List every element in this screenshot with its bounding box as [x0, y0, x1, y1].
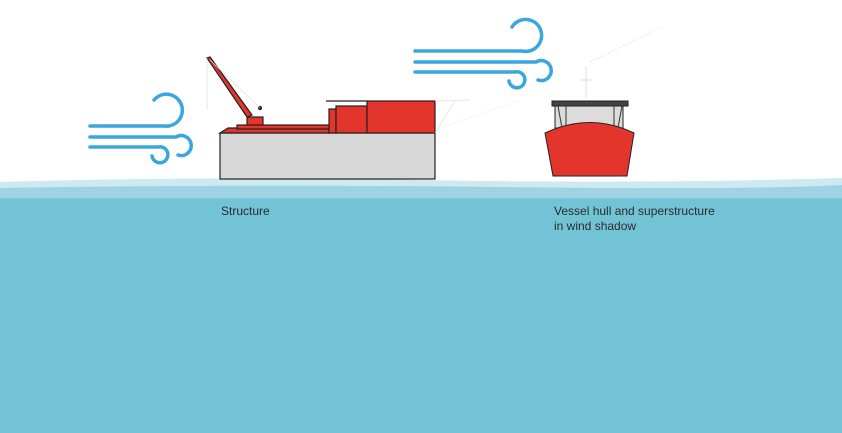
- wind-icon: [413, 17, 553, 90]
- structure-label: Structure: [221, 204, 270, 218]
- vessel-label-line2: in wind shadow: [554, 219, 637, 233]
- wind-icon: [88, 92, 193, 165]
- rigging-lines: [206, 58, 471, 134]
- vessel-label-line1: Vessel hull and superstructure: [554, 204, 715, 218]
- wave-mid: [0, 185, 842, 198]
- faint-leader: [439, 99, 521, 129]
- platform-structure: [206, 56, 436, 180]
- vessel-bow: [544, 27, 661, 177]
- sea: [0, 190, 842, 433]
